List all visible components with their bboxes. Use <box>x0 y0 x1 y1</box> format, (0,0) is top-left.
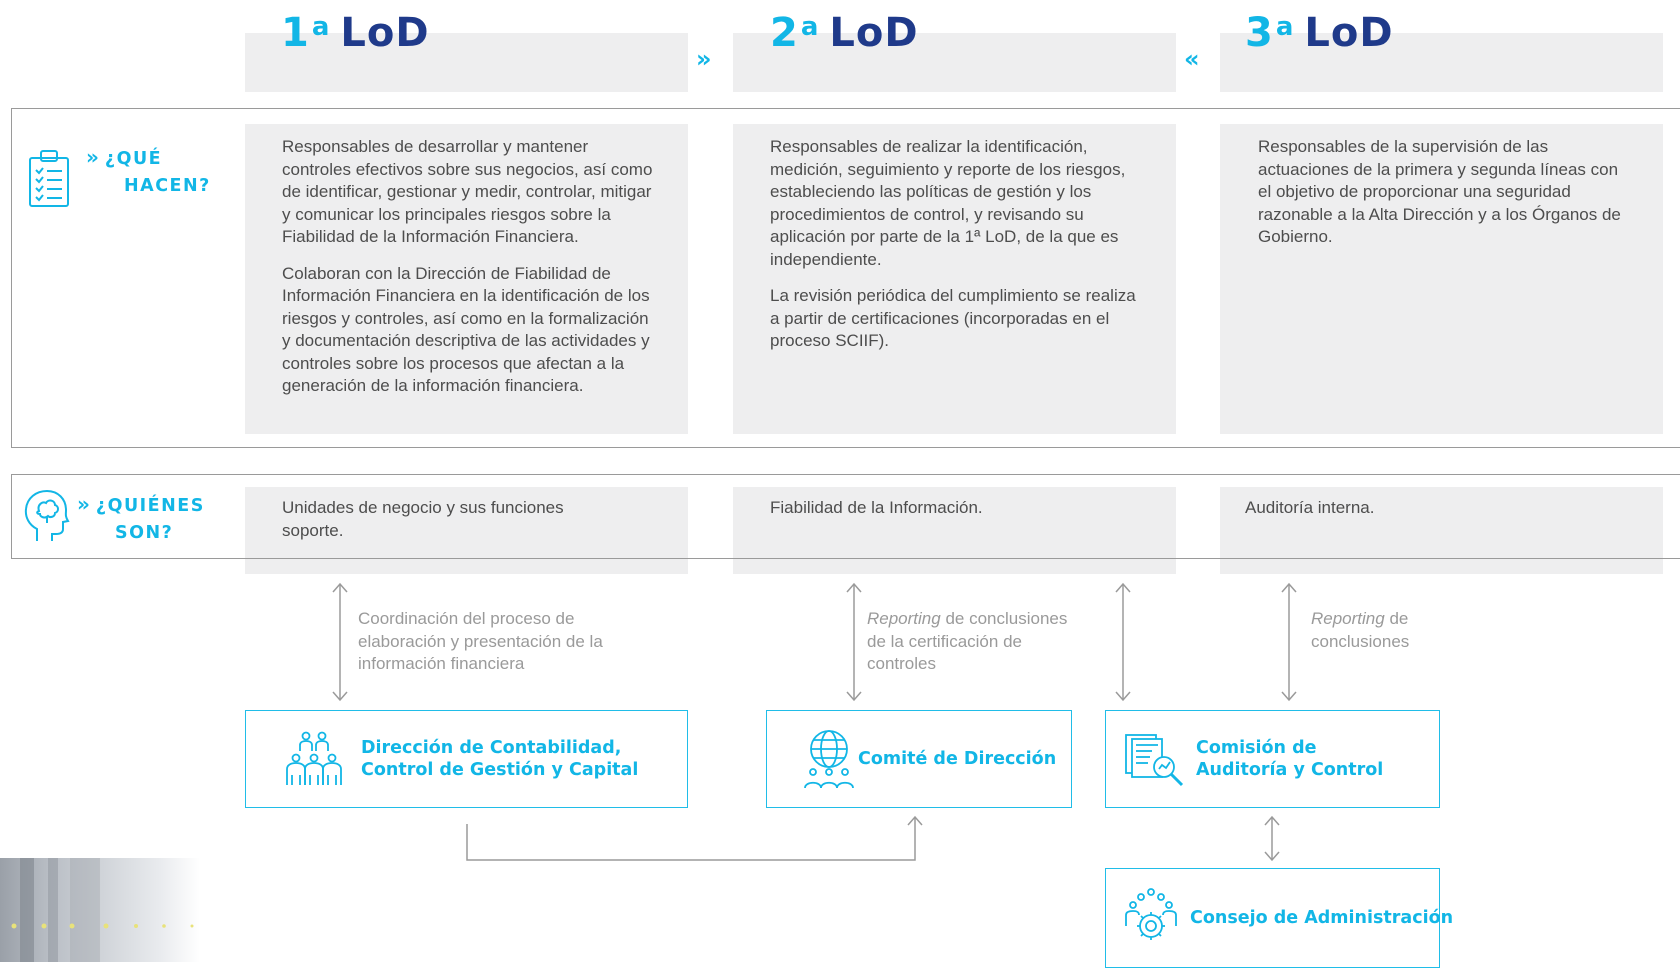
box-direccion-contabilidad <box>245 710 688 808</box>
que-hacen-card-2 <box>733 124 1176 434</box>
note-reporting-certificacion: Reporting de conclusiones de la certific… <box>867 609 1068 673</box>
people-gear-icon <box>1125 888 1177 940</box>
team-icon <box>286 731 342 785</box>
box-consejo-administracion-label: Consejo de Administración <box>1190 908 1454 928</box>
box-comite-direccion <box>766 710 1072 808</box>
quienes-son-text-1: Unidades de negocio y sus funciones sopo… <box>282 498 564 540</box>
que-hacen-text-3: Responsables de la supervisión de las ac… <box>1258 137 1621 246</box>
quienes-son-label: »¿QUIÉNES SON? <box>77 492 205 543</box>
box-comision-auditoria-label: Comisión de Auditoría y Control <box>1196 738 1384 780</box>
globe-people-icon <box>804 730 854 789</box>
quienes-son-card-1 <box>245 487 688 574</box>
lod2-header-bar <box>733 33 1176 92</box>
box-consejo-administracion <box>1105 868 1440 968</box>
chevron-right-icon: » <box>86 145 99 169</box>
quienes-son-frame <box>11 474 1680 559</box>
document-search-icon <box>1125 734 1184 787</box>
chevron-right-icon: » <box>696 45 712 73</box>
box-direccion-contabilidad-label: Dirección de Contabilidad, Control de Ge… <box>361 738 639 780</box>
arrow-contabilidad-to-comite <box>466 817 916 861</box>
checklist-icon <box>29 150 69 207</box>
quienes-son-text-3: Auditoría interna. <box>1245 498 1375 517</box>
que-hacen-text-1: Responsables de desarrollar y mantener c… <box>282 137 653 395</box>
decorative-photo <box>0 858 200 962</box>
head-mind-icon <box>24 489 70 541</box>
note-coordinacion: Coordinación del proceso de elaboración … <box>358 609 603 673</box>
quienes-son-card-3 <box>1220 487 1663 574</box>
chevron-right-icon: » <box>77 492 90 516</box>
chevron-left-icon: « <box>1184 45 1200 73</box>
lod3-header-bar <box>1220 33 1663 92</box>
quienes-son-card-2 <box>733 487 1176 574</box>
que-hacen-frame <box>11 108 1680 448</box>
que-hacen-card-3 <box>1220 124 1663 434</box>
box-comite-direccion-label: Comité de Dirección <box>858 749 1057 769</box>
note-reporting-conclusiones: Reporting de conclusiones <box>1311 609 1410 651</box>
que-hacen-card-1 <box>245 124 688 434</box>
quienes-son-text-2: Fiabilidad de la Información. <box>770 498 983 517</box>
lod1-header-bar <box>245 33 688 92</box>
que-hacen-label: »¿QUÉ HACEN? <box>86 145 211 196</box>
que-hacen-text-2: Responsables de realizar la identificaci… <box>770 137 1136 350</box>
